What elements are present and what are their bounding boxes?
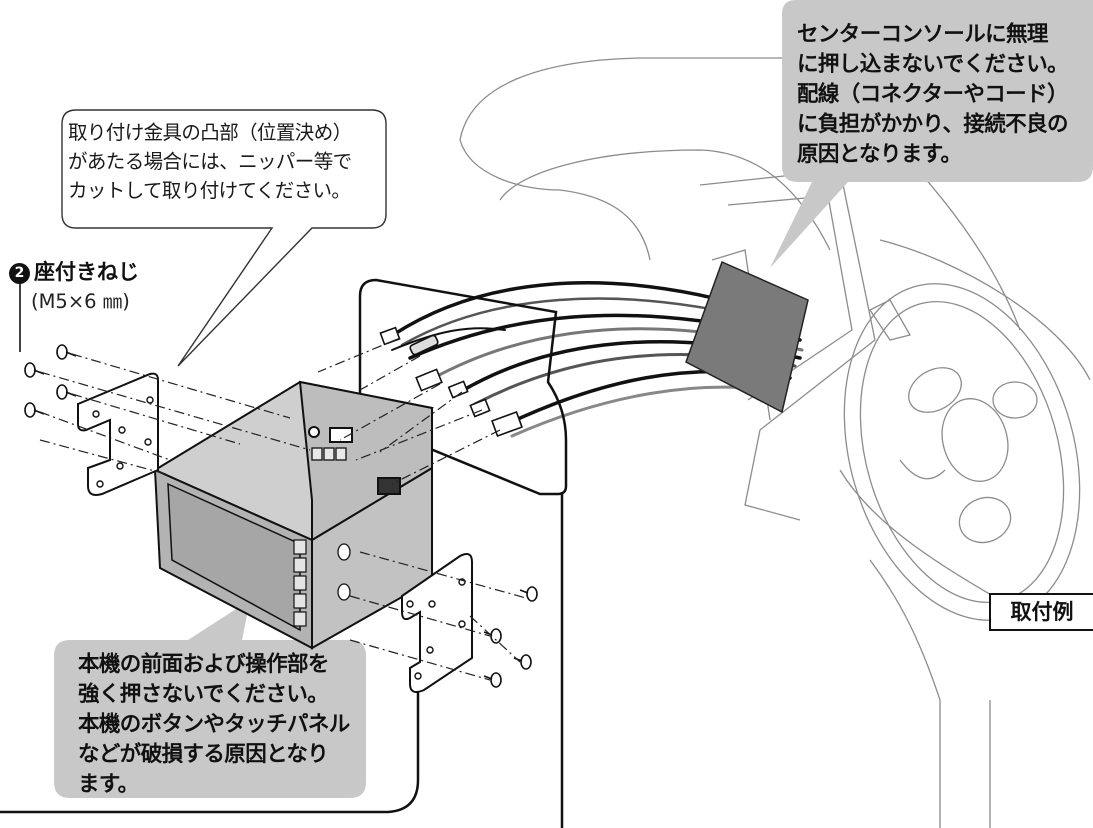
console-callout-bubble [770, 0, 1093, 268]
console-note-line-2: に押し込まないでください。 [797, 52, 1069, 77]
assembly-guides [39, 337, 527, 681]
frame-leader-left [0, 672, 420, 814]
front-note-line-1: 本機の前面および操作部を [78, 652, 329, 677]
wiring-frame [358, 278, 568, 496]
front-panel-callout-bubble [54, 600, 366, 798]
front-note-line-2: 強く押さないでください。 [78, 682, 329, 707]
right-screws [483, 586, 538, 688]
left-bracket [77, 372, 159, 496]
bracket-note: 取り付け金具の凸部（位置決め） があたる場合には、ニッパー等で カットして取り付… [68, 118, 352, 205]
console-note-line-5: 原因となります。 [797, 142, 962, 167]
console-note-line-4: に負担がかかり、接続不良の [797, 112, 1068, 137]
part-spec: (M5×6 ㎜) [31, 290, 130, 313]
part-name: 座付きねじ [34, 260, 139, 284]
front-note-line-4: などが破損する原因となり [78, 742, 329, 767]
example-label: 取付例 [989, 593, 1093, 631]
front-panel-note: 本機の前面および操作部を 強く押さないでください。 本機のボタンやタッチパネル … [78, 650, 350, 800]
console-note-line-1: センターコンソールに無理 [797, 22, 1048, 47]
bracket-callout-bubble [61, 109, 387, 367]
console-opening [685, 260, 809, 414]
bracket-note-line-2: があたる場合には、ニッパー等で [68, 150, 352, 173]
front-note-line-3: 本機のボタンやタッチパネル [78, 712, 350, 737]
left-screws [24, 344, 77, 418]
console-note-line-3: 配線（コネクターやコード） [797, 82, 1068, 107]
bracket-note-line-3: カットして取り付けてください。 [68, 179, 351, 202]
connectors [379, 326, 523, 437]
part-number-badge: 2 [9, 263, 30, 284]
front-note-line-5: ます。 [78, 772, 139, 797]
bracket-note-line-1: 取り付け金具の凸部（位置決め） [68, 121, 352, 144]
head-unit [152, 380, 434, 650]
console-note: センターコンソールに無理 に押し込まないでください。 配線（コネクターやコード）… [797, 20, 1069, 170]
